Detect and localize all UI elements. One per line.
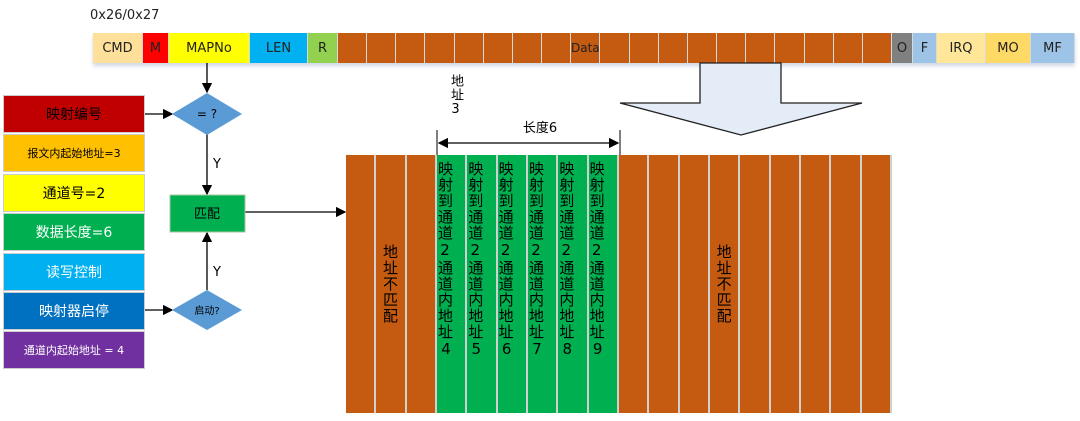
data-cell	[454, 33, 484, 63]
mapped-label: 映射到通道2通道内地址	[587, 161, 606, 340]
mapped-label: 映射到通道2通道内地址	[496, 161, 515, 340]
mapped-address: 4	[437, 340, 455, 359]
data-cell	[483, 33, 513, 63]
mapped-label: 映射到通道2通道内地址	[527, 161, 545, 340]
frame-field-f: F	[913, 33, 937, 63]
data-cell	[512, 33, 543, 63]
match-box	[169, 194, 246, 233]
data-cell	[542, 33, 572, 63]
mapped-address: 5	[467, 340, 486, 359]
config-box: 数据长度=6	[3, 213, 145, 252]
memory-cell	[801, 155, 832, 413]
mapped-label: 映射到通道2通道内地址	[436, 161, 454, 340]
data-cell	[717, 33, 747, 63]
mapped-address: 6	[497, 340, 516, 359]
config-box: 报文内起始地址=3	[3, 134, 145, 173]
memory-cell: 地址不匹配	[710, 155, 741, 413]
data-cell	[804, 33, 834, 63]
data-cell: Data	[571, 33, 601, 63]
frame-field-mf: MF	[1031, 33, 1075, 63]
data-cell	[775, 33, 805, 63]
data-cell	[833, 33, 863, 63]
frame-label: 0x26/0x27	[90, 8, 160, 23]
frame-field-mapno: MAPNo	[169, 33, 250, 63]
memory-cell: 地址不匹配	[376, 155, 407, 413]
length-label: 长度6	[523, 120, 557, 136]
memory-cell	[619, 155, 650, 413]
compare-label: = ?	[197, 107, 217, 121]
memory-cell	[649, 155, 680, 413]
yes-label-top: Y	[212, 157, 221, 172]
frame-field-cmd: CMD	[93, 33, 143, 63]
data-cell	[862, 33, 892, 63]
data-cell	[425, 33, 455, 63]
compare-diamond	[172, 93, 242, 135]
mapped-label: 映射到通道2通道内地址	[557, 161, 576, 340]
mapped-address: 7	[528, 340, 546, 359]
config-box: 映射编号	[3, 95, 145, 133]
frame-field-irq: IRQ	[937, 33, 986, 63]
frame-field-m: M	[143, 33, 169, 63]
mapped-address: 9	[588, 340, 607, 359]
data-cell	[396, 33, 426, 63]
yes-label-bottom: Y	[212, 265, 221, 280]
frame-field-len: LEN	[250, 33, 308, 63]
mapped-label: 映射到通道2通道内地址	[466, 161, 485, 340]
config-box: 通道内起始地址 = 4	[3, 331, 145, 370]
mapped-address: 8	[558, 340, 577, 359]
data-cell	[629, 33, 659, 63]
config-box: 映射器启停	[3, 292, 145, 330]
start-diamond	[172, 290, 242, 330]
memory-cell	[346, 155, 377, 413]
frame-field-mo: MO	[986, 33, 1031, 63]
frame-field-o: O	[892, 33, 913, 63]
memory-cell	[831, 155, 862, 413]
start-label: 启动?	[194, 304, 219, 317]
frame-field-r: R	[308, 33, 338, 63]
memory-cell	[861, 155, 892, 413]
memory-cell	[770, 155, 801, 413]
data-cell	[367, 33, 397, 63]
config-box: 读写控制	[3, 252, 145, 291]
data-cell	[658, 33, 688, 63]
address-label: 地址3	[448, 74, 463, 118]
match-label: 匹配	[194, 207, 220, 222]
data-cell	[687, 33, 718, 63]
memory-cell	[406, 155, 437, 413]
data-cell	[746, 33, 776, 63]
memory-cell	[740, 155, 771, 413]
down-arrow-icon	[619, 62, 863, 136]
data-cell	[600, 33, 630, 63]
mismatch-label: 地址不匹配	[380, 244, 399, 324]
config-box: 通道号=2	[3, 173, 145, 212]
data-cell	[338, 33, 368, 63]
mismatch-label: 地址不匹配	[714, 244, 733, 324]
memory-cell	[679, 155, 710, 413]
